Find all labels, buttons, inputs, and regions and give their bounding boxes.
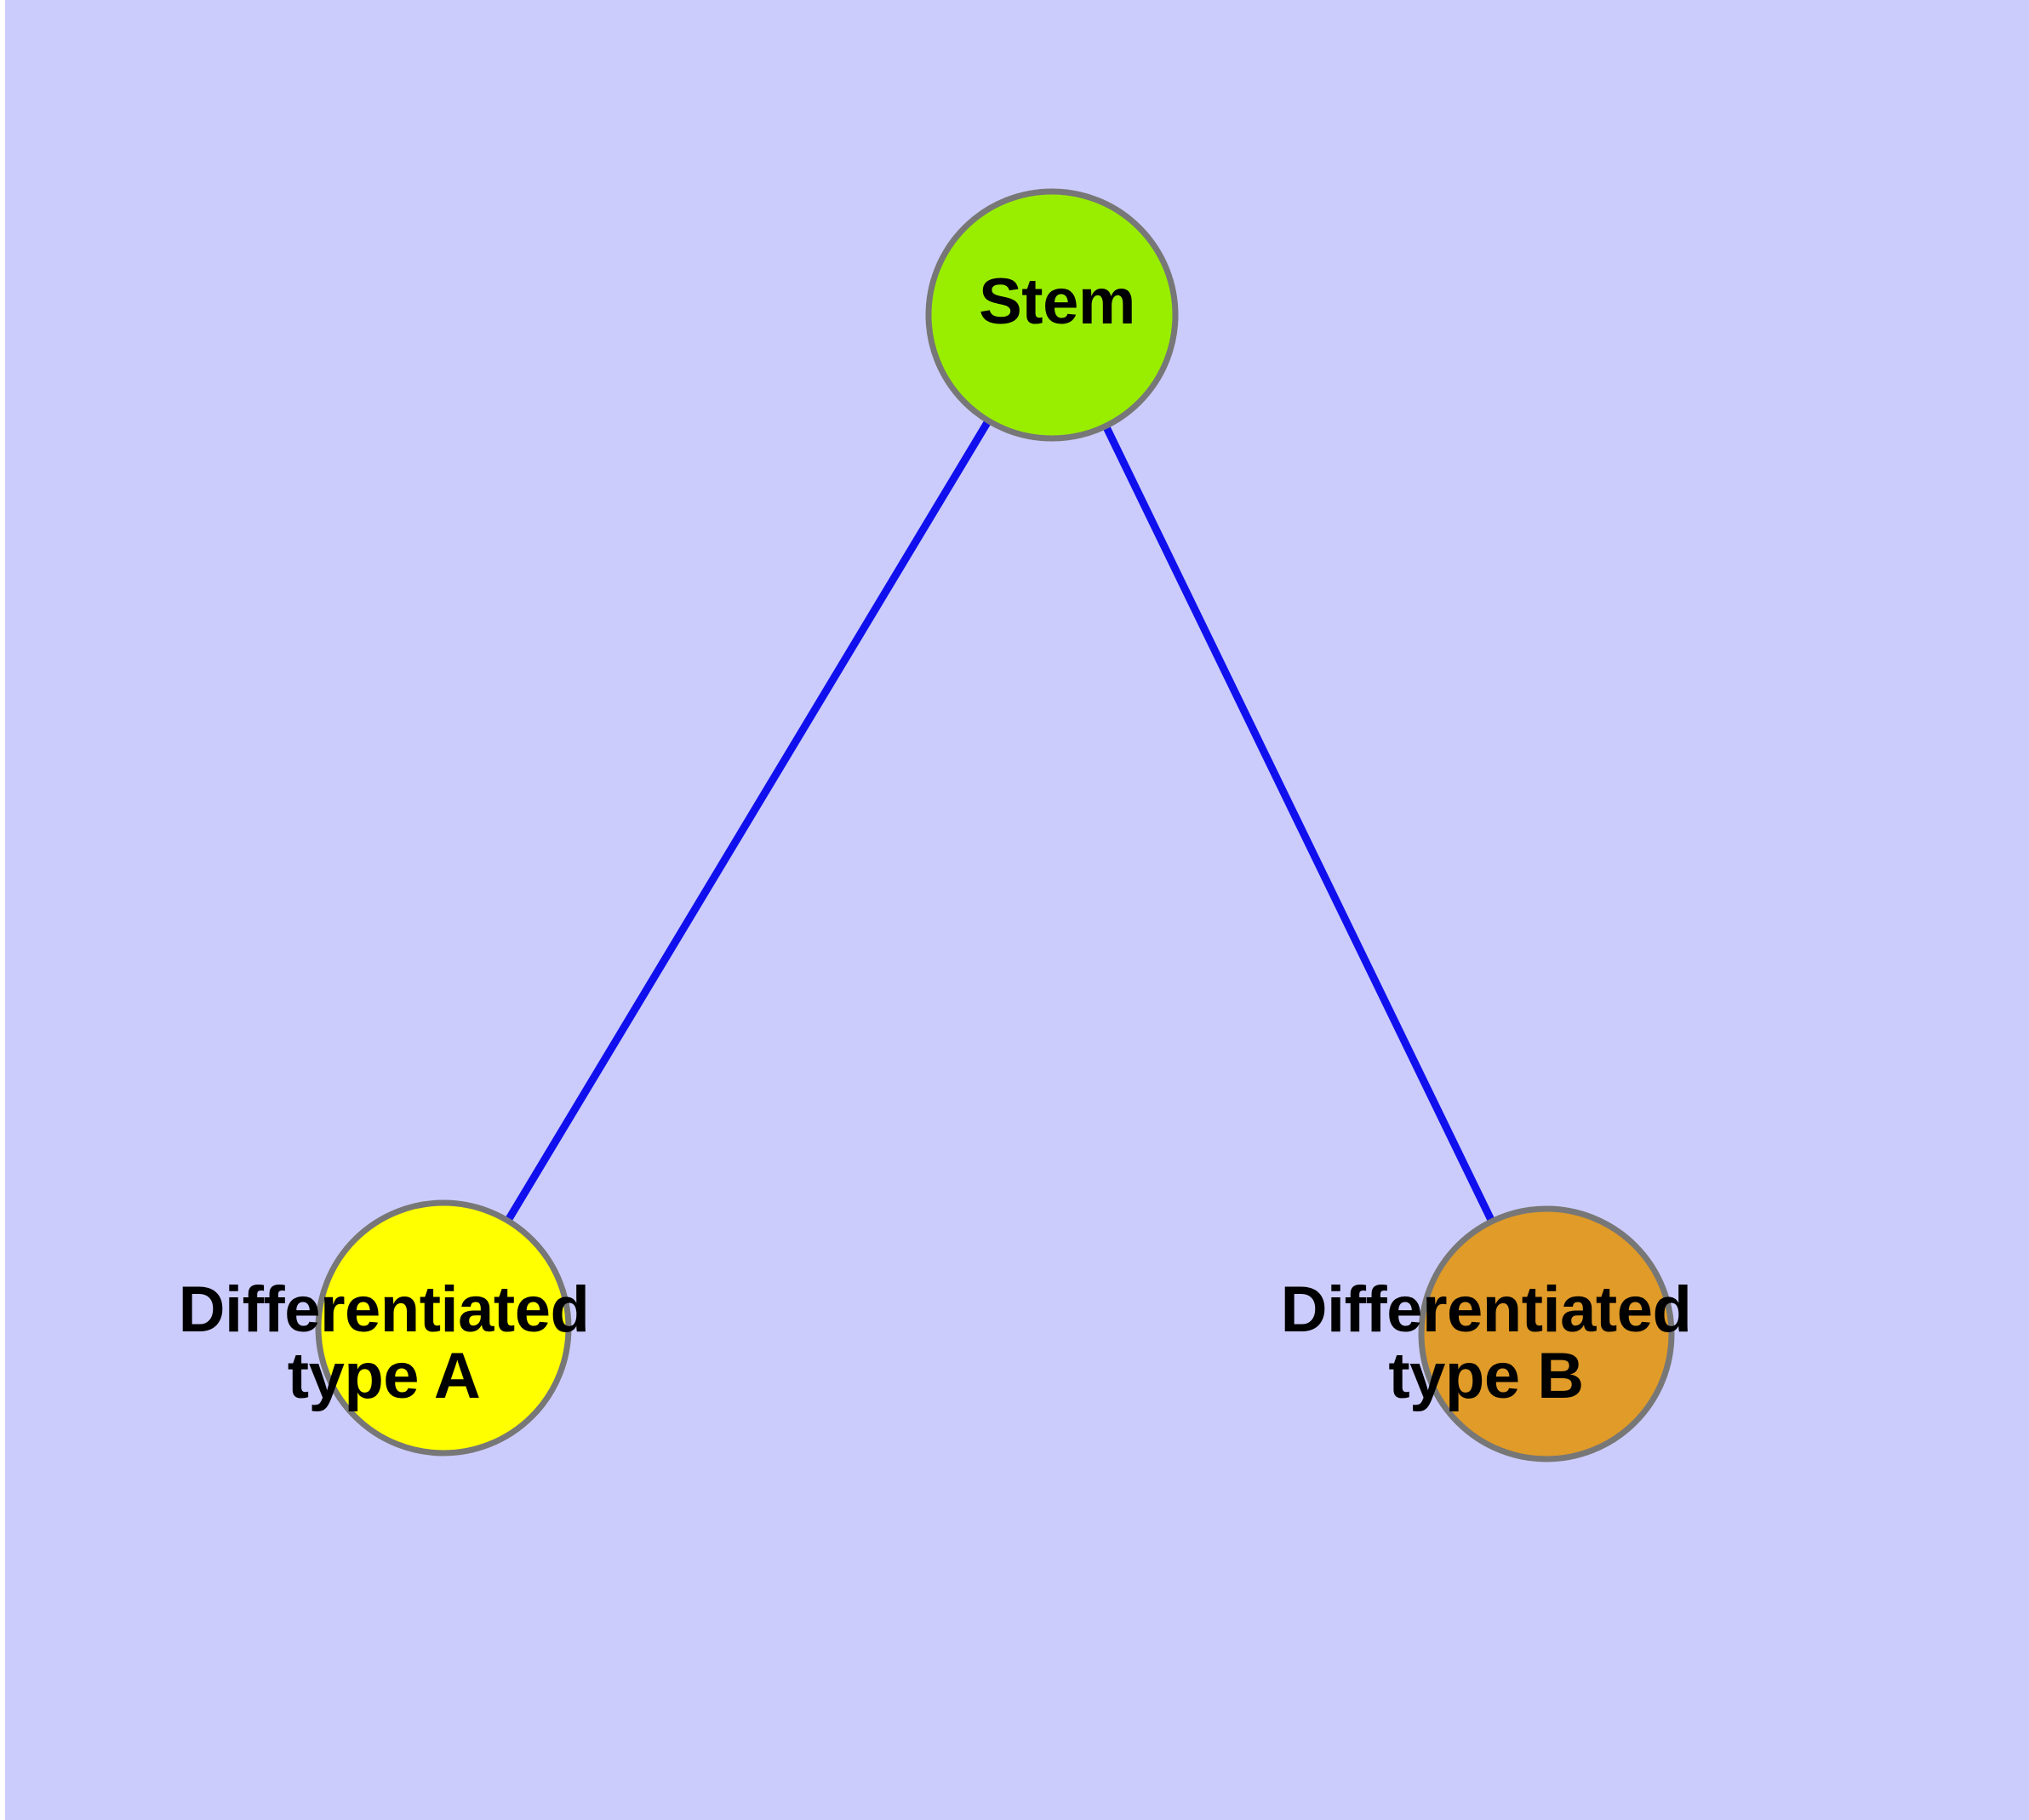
- edge-group: [440, 312, 1551, 1336]
- node-group: [315, 188, 1675, 1462]
- node-stem[interactable]: [925, 188, 1179, 442]
- edge-stem-to-differentiated-type-a[interactable]: [440, 312, 1055, 1331]
- node-differentiated-type-a[interactable]: [315, 1199, 572, 1457]
- graph-svg: [315, 188, 1675, 1462]
- diagram-plot-area: Stem Differentiated type A Differentiate…: [5, 0, 2029, 1820]
- node-differentiated-type-b[interactable]: [1418, 1205, 1675, 1462]
- edge-stem-to-differentiated-type-b[interactable]: [1048, 313, 1551, 1336]
